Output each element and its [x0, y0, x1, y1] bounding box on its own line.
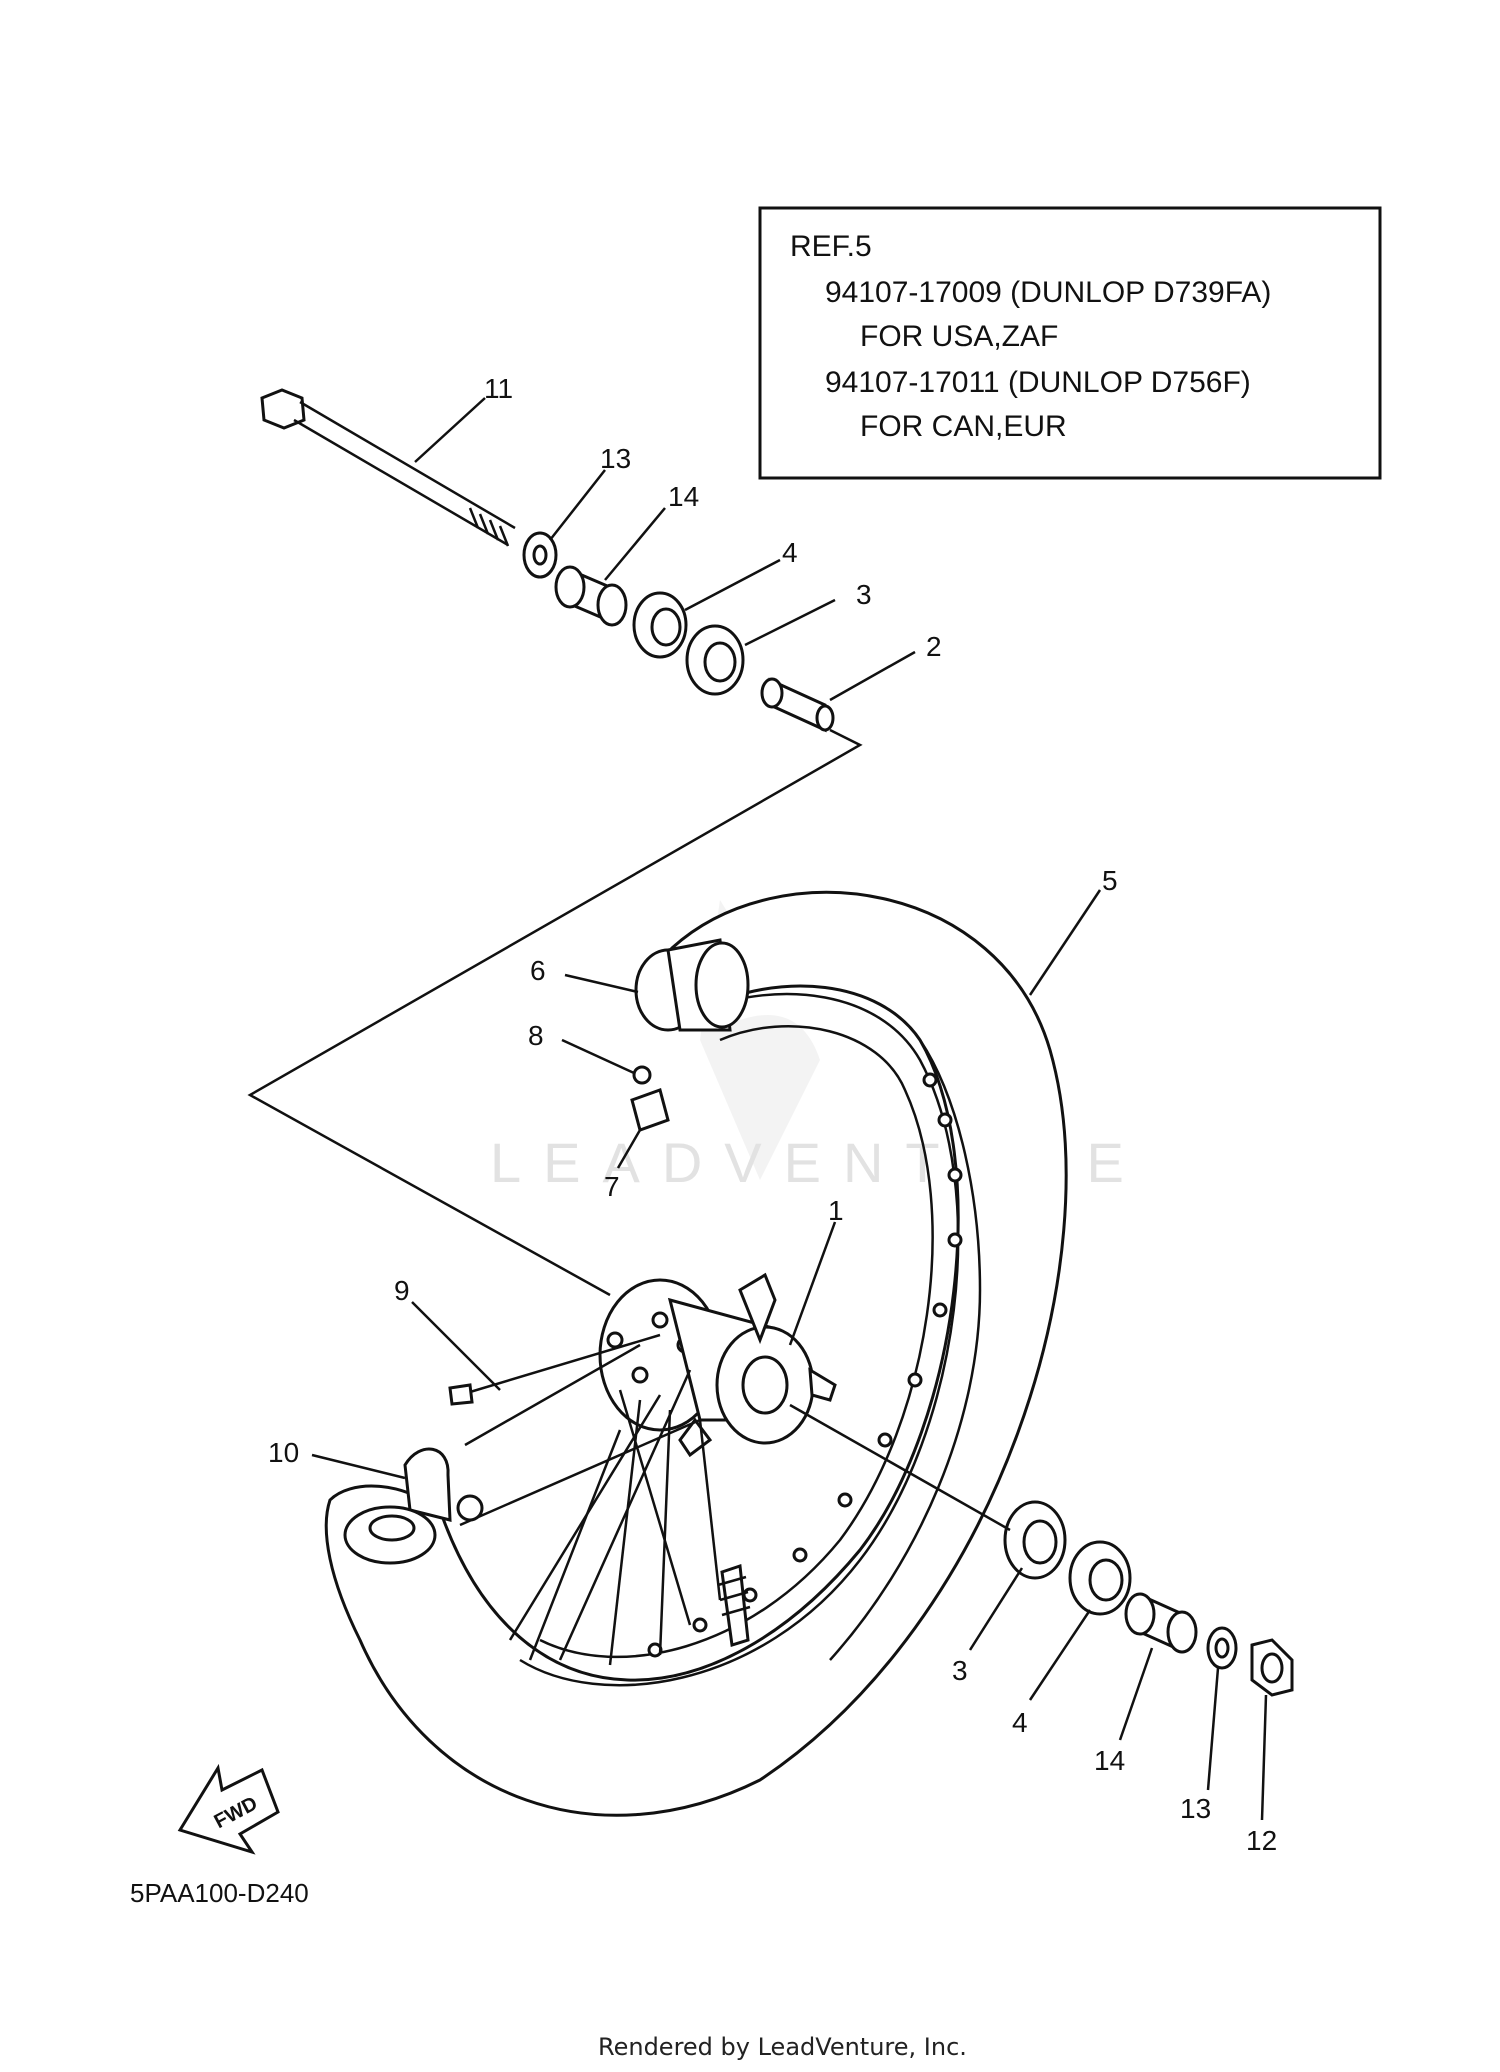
callout-8: 8	[528, 1020, 544, 1051]
ref-line-2: FOR USA,ZAF	[860, 320, 1058, 353]
nut-bottom	[1250, 1638, 1294, 1697]
tube-part	[634, 938, 750, 1032]
axle-part	[260, 388, 516, 547]
callout-4-bottom: 4	[1012, 1707, 1028, 1738]
diagram-code: 5PAA100-D240	[130, 1878, 309, 1908]
ref-title: REF.5	[790, 230, 872, 263]
callout-1: 1	[828, 1195, 844, 1226]
speed-sensor-part	[343, 1447, 484, 1565]
washer-bottom	[1206, 1626, 1238, 1670]
ref-line-1: 94107-17009 (DUNLOP D739FA)	[825, 276, 1271, 309]
washer-top	[522, 531, 558, 579]
ref-box: REF.5 94107-17009 (DUNLOP D739FA) FOR US…	[758, 206, 1382, 480]
valve-bolt-part	[632, 1065, 652, 1085]
callout-3-top: 3	[856, 579, 872, 610]
oil-seal-bottom	[1068, 1540, 1132, 1616]
ref-line-3: 94107-17011 (DUNLOP D756F)	[825, 366, 1251, 399]
hub-part	[598, 1272, 837, 1458]
bearing-bottom	[1003, 1500, 1067, 1580]
collar-bottom	[1124, 1592, 1198, 1654]
collar-top	[554, 565, 628, 627]
callout-4-top: 4	[782, 537, 798, 568]
callout-5: 5	[1102, 865, 1118, 896]
bearing-top	[685, 624, 745, 696]
rim-band-part	[630, 1088, 670, 1132]
callout-14-bottom: 14	[1094, 1745, 1125, 1776]
footer-credit: Rendered by LeadVenture, Inc.	[598, 2033, 967, 2061]
callout-12: 12	[1246, 1825, 1277, 1856]
callout-6: 6	[530, 955, 546, 986]
callout-11: 11	[484, 373, 513, 404]
callout-7: 7	[604, 1171, 620, 1202]
callout-3-bottom: 3	[952, 1655, 968, 1686]
callout-9: 9	[394, 1275, 410, 1306]
callout-10: 10	[268, 1437, 299, 1468]
leader-lines	[311, 397, 1268, 1821]
oil-seal-top	[632, 591, 688, 659]
callout-13-bottom: 13	[1180, 1793, 1211, 1824]
callout-14-top: 14	[668, 481, 699, 512]
fwd-arrow-icon: FWD	[177, 1763, 280, 1855]
spacer-top	[760, 677, 835, 733]
callout-2: 2	[926, 631, 942, 662]
ref-line-4: FOR CAN,EUR	[860, 410, 1067, 443]
valve-part	[717, 1563, 751, 1647]
spokes-part	[448, 1333, 722, 1666]
callout-13-top: 13	[600, 443, 631, 474]
